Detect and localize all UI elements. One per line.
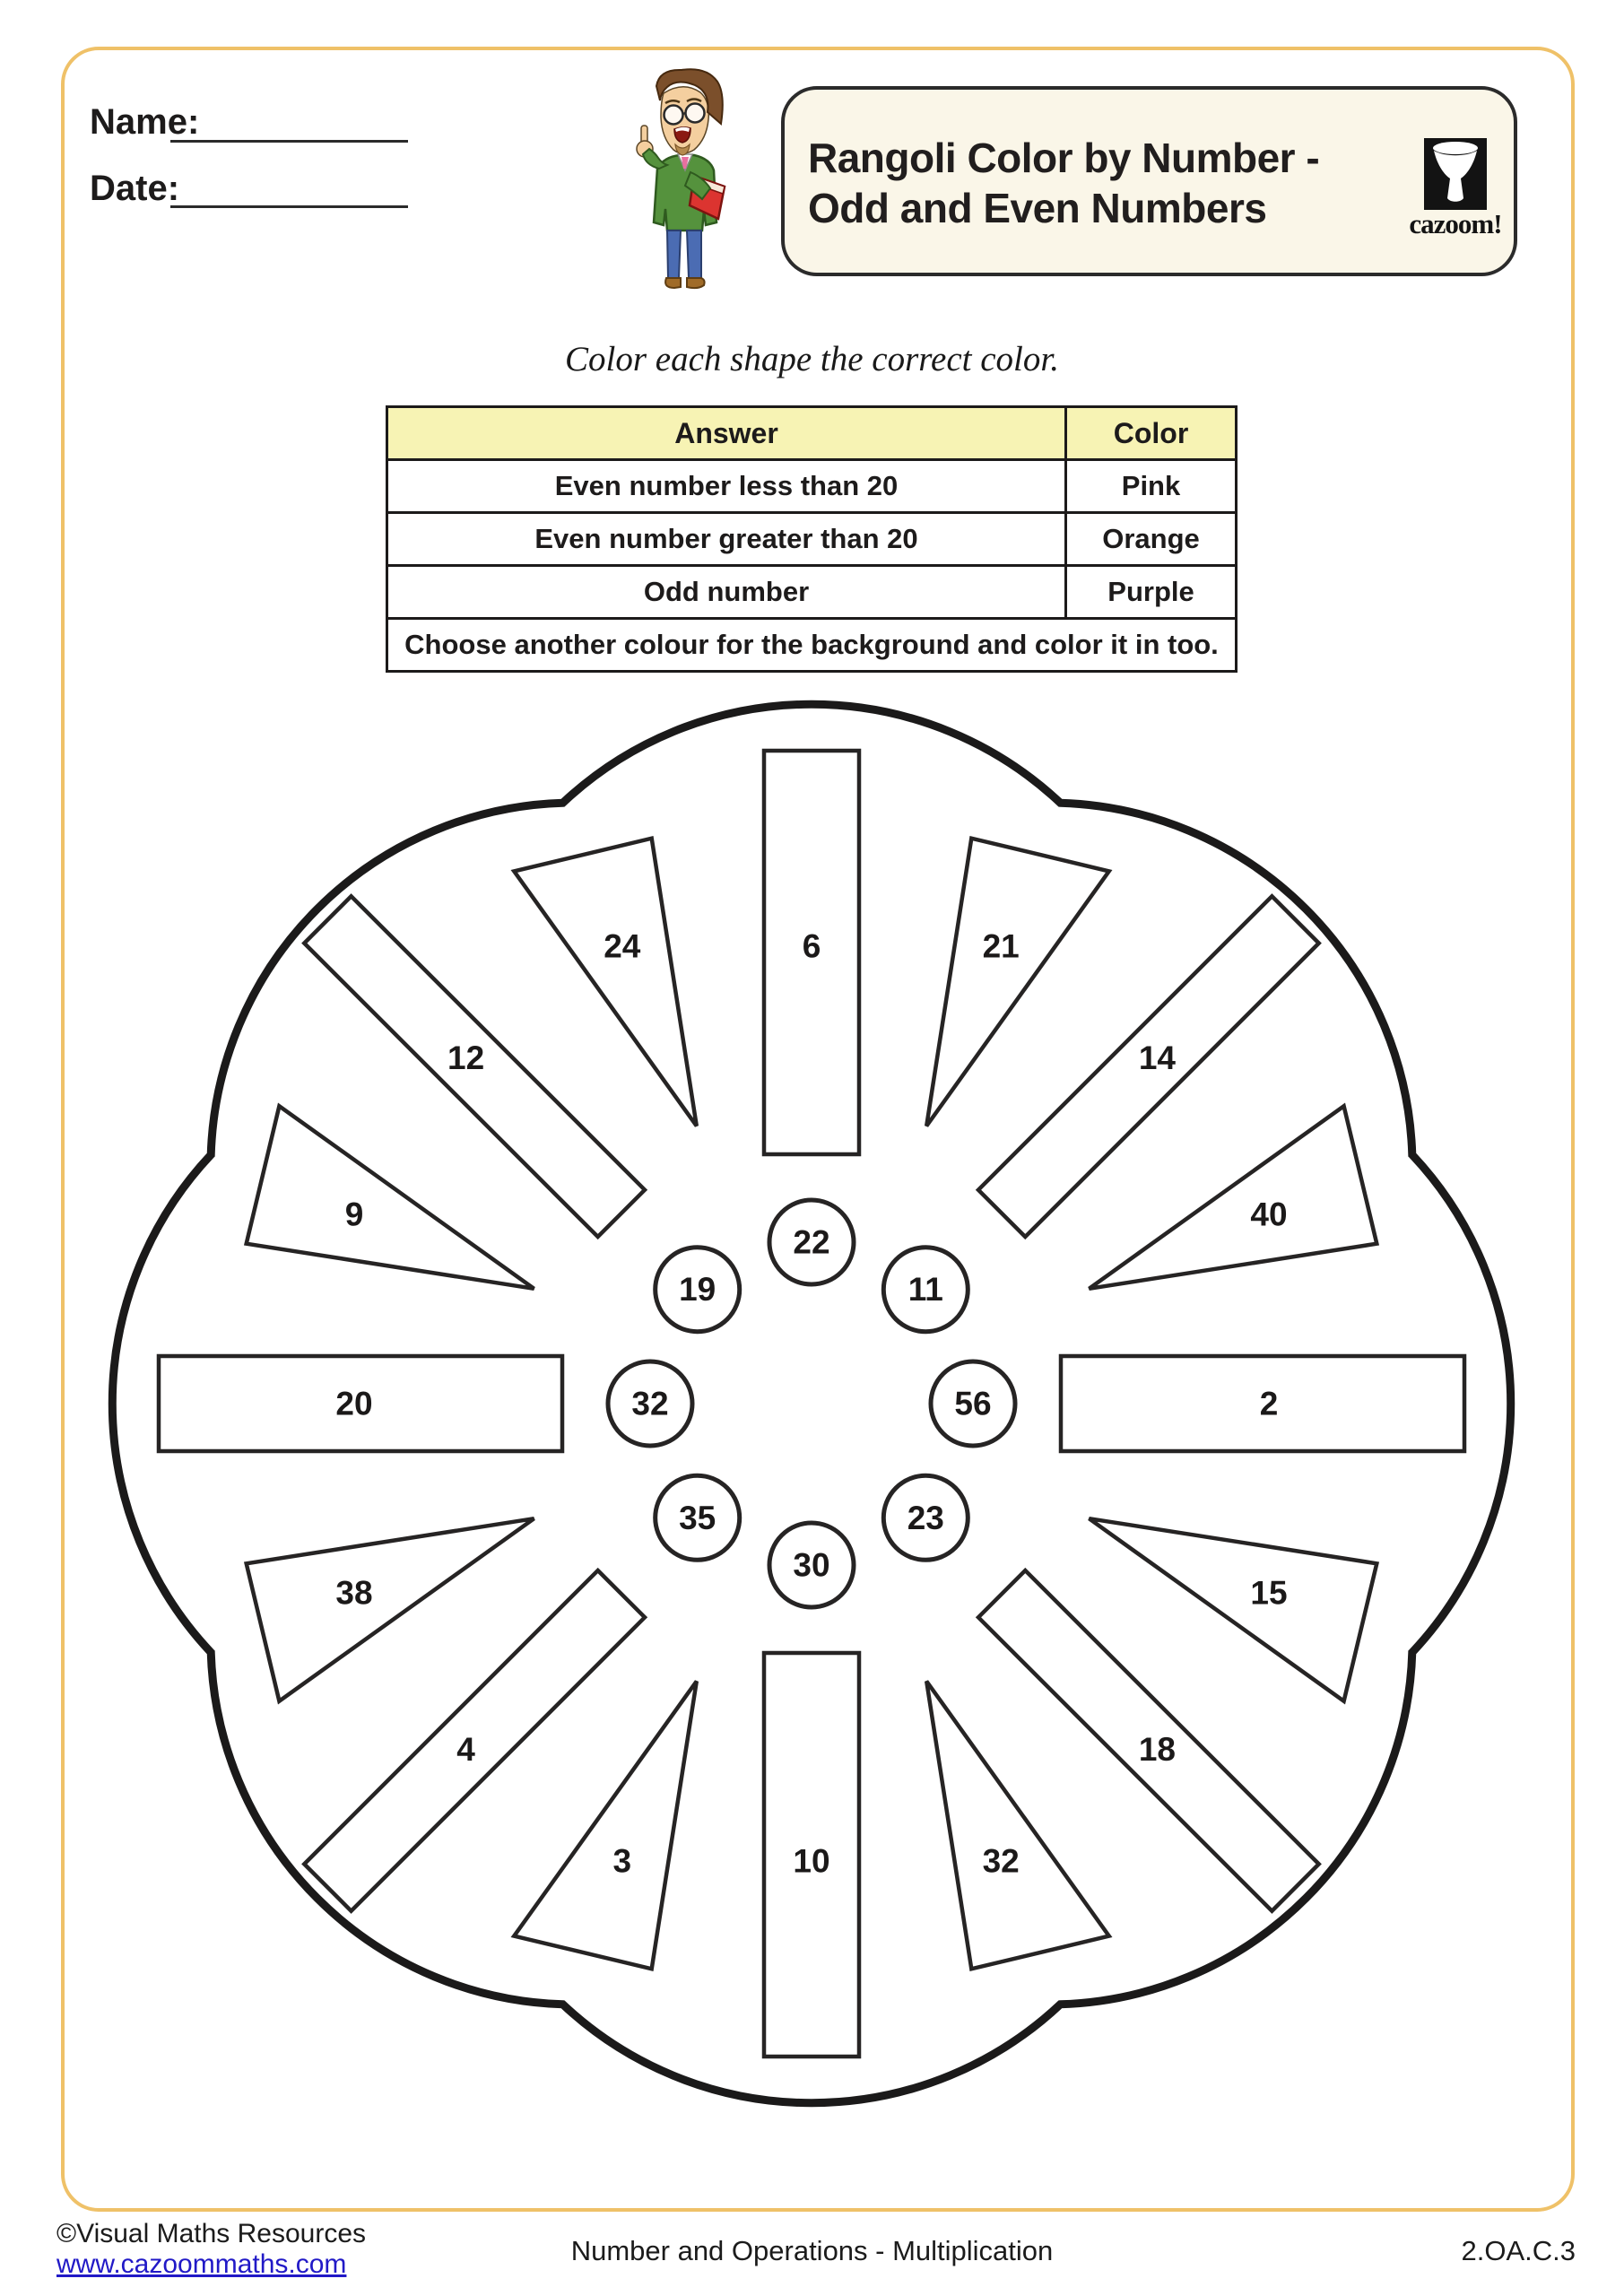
rangoli-circle-number-11: 11 [908, 1271, 943, 1308]
rangoli-diagonal-rectangle-14 [975, 893, 1322, 1240]
copyright-text: ©Visual Maths Resources [56, 2219, 367, 2248]
glasses-icon [663, 102, 706, 126]
rangoli-rectangle-6 [761, 748, 862, 1157]
legend-header-row: Answer Color [386, 405, 1238, 461]
rangoli-triangle-number-9: 9 [345, 1196, 364, 1232]
legend-header-color: Color [1064, 405, 1238, 461]
title-line-2: Odd and Even Numbers [808, 185, 1267, 231]
rangoli-triangle-number-3: 3 [613, 1843, 632, 1880]
legend-answer-cell: Even number less than 20 [386, 458, 1067, 514]
rangoli-triangle-number-15: 15 [1250, 1575, 1287, 1612]
date-label: Date: [90, 169, 180, 208]
rangoli-triangle-number-21: 21 [983, 928, 1020, 965]
rangoli-diagonal-rectangle-number-14: 14 [1139, 1039, 1177, 1076]
rangoli-circle-number-23: 23 [908, 1500, 944, 1536]
decorative-page-border [61, 47, 1575, 2212]
legend-note-row: Choose another colour for the background… [386, 617, 1238, 673]
rangoli-circle-56 [928, 1359, 1018, 1448]
cazoom-drum-logo-icon [1424, 138, 1487, 210]
rangoli-diagonal-rectangle-number-12: 12 [447, 1039, 484, 1076]
name-label: Name: [90, 102, 200, 142]
rangoli-triangle-number-38: 38 [335, 1575, 372, 1612]
standard-code-text: 2.OA.C.3 [1461, 2235, 1576, 2266]
hair [655, 68, 724, 126]
rangoli-diagonal-rectangle-number-18: 18 [1139, 1731, 1176, 1768]
rangoli-circle-number-35: 35 [679, 1500, 716, 1536]
rangoli-diagonal-rectangle-4 [301, 1567, 648, 1914]
rangoli-triangle-number-24: 24 [604, 928, 641, 965]
legend-header-answer: Answer [386, 405, 1067, 461]
cazoom-logo-text: cazoom! [1409, 208, 1502, 239]
rangoli-triangle-21 [924, 835, 1113, 1127]
legend-color-cell: Purple [1064, 564, 1238, 620]
legend-row: Even number greater than 20 Orange [386, 511, 1238, 567]
rangoli-triangle-3 [510, 1680, 699, 1972]
instruction-text: Color each shape the correct color. [565, 340, 1059, 378]
rangoli-triangle-15 [1088, 1516, 1380, 1705]
teacher-cartoon-illustration [636, 68, 726, 290]
rangoli-rectangle-10 [761, 1650, 862, 2059]
rangoli-triangle-number-40: 40 [1250, 1196, 1287, 1232]
date-write-line [170, 205, 408, 208]
rangoli-triangle-32 [924, 1680, 1113, 1972]
title-line-1: Rangoli Color by Number - [808, 135, 1320, 181]
rangoli-diagonal-rectangle-number-4: 4 [456, 1731, 475, 1768]
color-legend-table: Answer Color Even number less than 20 Pi… [386, 405, 1238, 673]
rangoli-triangle-24 [510, 835, 699, 1127]
name-write-line [170, 140, 408, 143]
rangoli-circle-number-56: 56 [954, 1386, 991, 1422]
rangoli-circle-23 [881, 1473, 970, 1562]
cazoommaths-website-link[interactable]: www.cazoommaths.com [56, 2249, 347, 2279]
rangoli-circle-22 [767, 1197, 856, 1287]
legend-color-cell: Pink [1064, 458, 1238, 514]
legend-answer-cell: Odd number [386, 564, 1067, 620]
rangoli-diagonal-rectangle-18 [975, 1567, 1322, 1914]
rangoli-diagonal-rectangle-12 [301, 893, 648, 1240]
rangoli-circle-number-22: 22 [793, 1224, 829, 1261]
rangoli-circle-35 [653, 1473, 743, 1562]
rangoli-triangle-38 [243, 1516, 535, 1705]
legend-row: Even number less than 20 Pink [386, 458, 1238, 514]
rangoli-rectangle-number-2: 2 [1260, 1386, 1279, 1422]
rangoli-circle-30 [767, 1520, 856, 1610]
rangoli-circle-11 [881, 1245, 970, 1335]
legend-note-cell: Choose another colour for the background… [386, 617, 1238, 673]
rangoli-circle-number-19: 19 [679, 1271, 716, 1308]
legend-row: Odd number Purple [386, 564, 1238, 620]
rangoli-rectangle-number-6: 6 [803, 928, 821, 965]
rangoli-triangle-9 [243, 1102, 535, 1292]
rangoli-circle-19 [653, 1245, 743, 1335]
rangoli-circle-number-32: 32 [631, 1386, 668, 1422]
rangoli-rectangle-number-10: 10 [793, 1843, 829, 1880]
legend-answer-cell: Even number greater than 20 [386, 511, 1067, 567]
rangoli-triangle-number-32: 32 [983, 1843, 1020, 1880]
rangoli-circle-number-30: 30 [793, 1547, 829, 1584]
rangoli-triangle-40 [1088, 1102, 1380, 1292]
rangoli-circle-32 [605, 1359, 695, 1448]
rangoli-rectangle-20 [156, 1353, 565, 1454]
rangoli-rectangle-number-20: 20 [335, 1386, 372, 1422]
rangoli-rectangle-2 [1058, 1353, 1467, 1454]
title-box: Rangoli Color by Number - Odd and Even N… [781, 86, 1517, 276]
worksheet-title: Rangoli Color by Number - Odd and Even N… [808, 133, 1320, 233]
worksheet-topic-text: Number and Operations - Multiplication [570, 2235, 1054, 2266]
legend-color-cell: Orange [1064, 511, 1238, 567]
